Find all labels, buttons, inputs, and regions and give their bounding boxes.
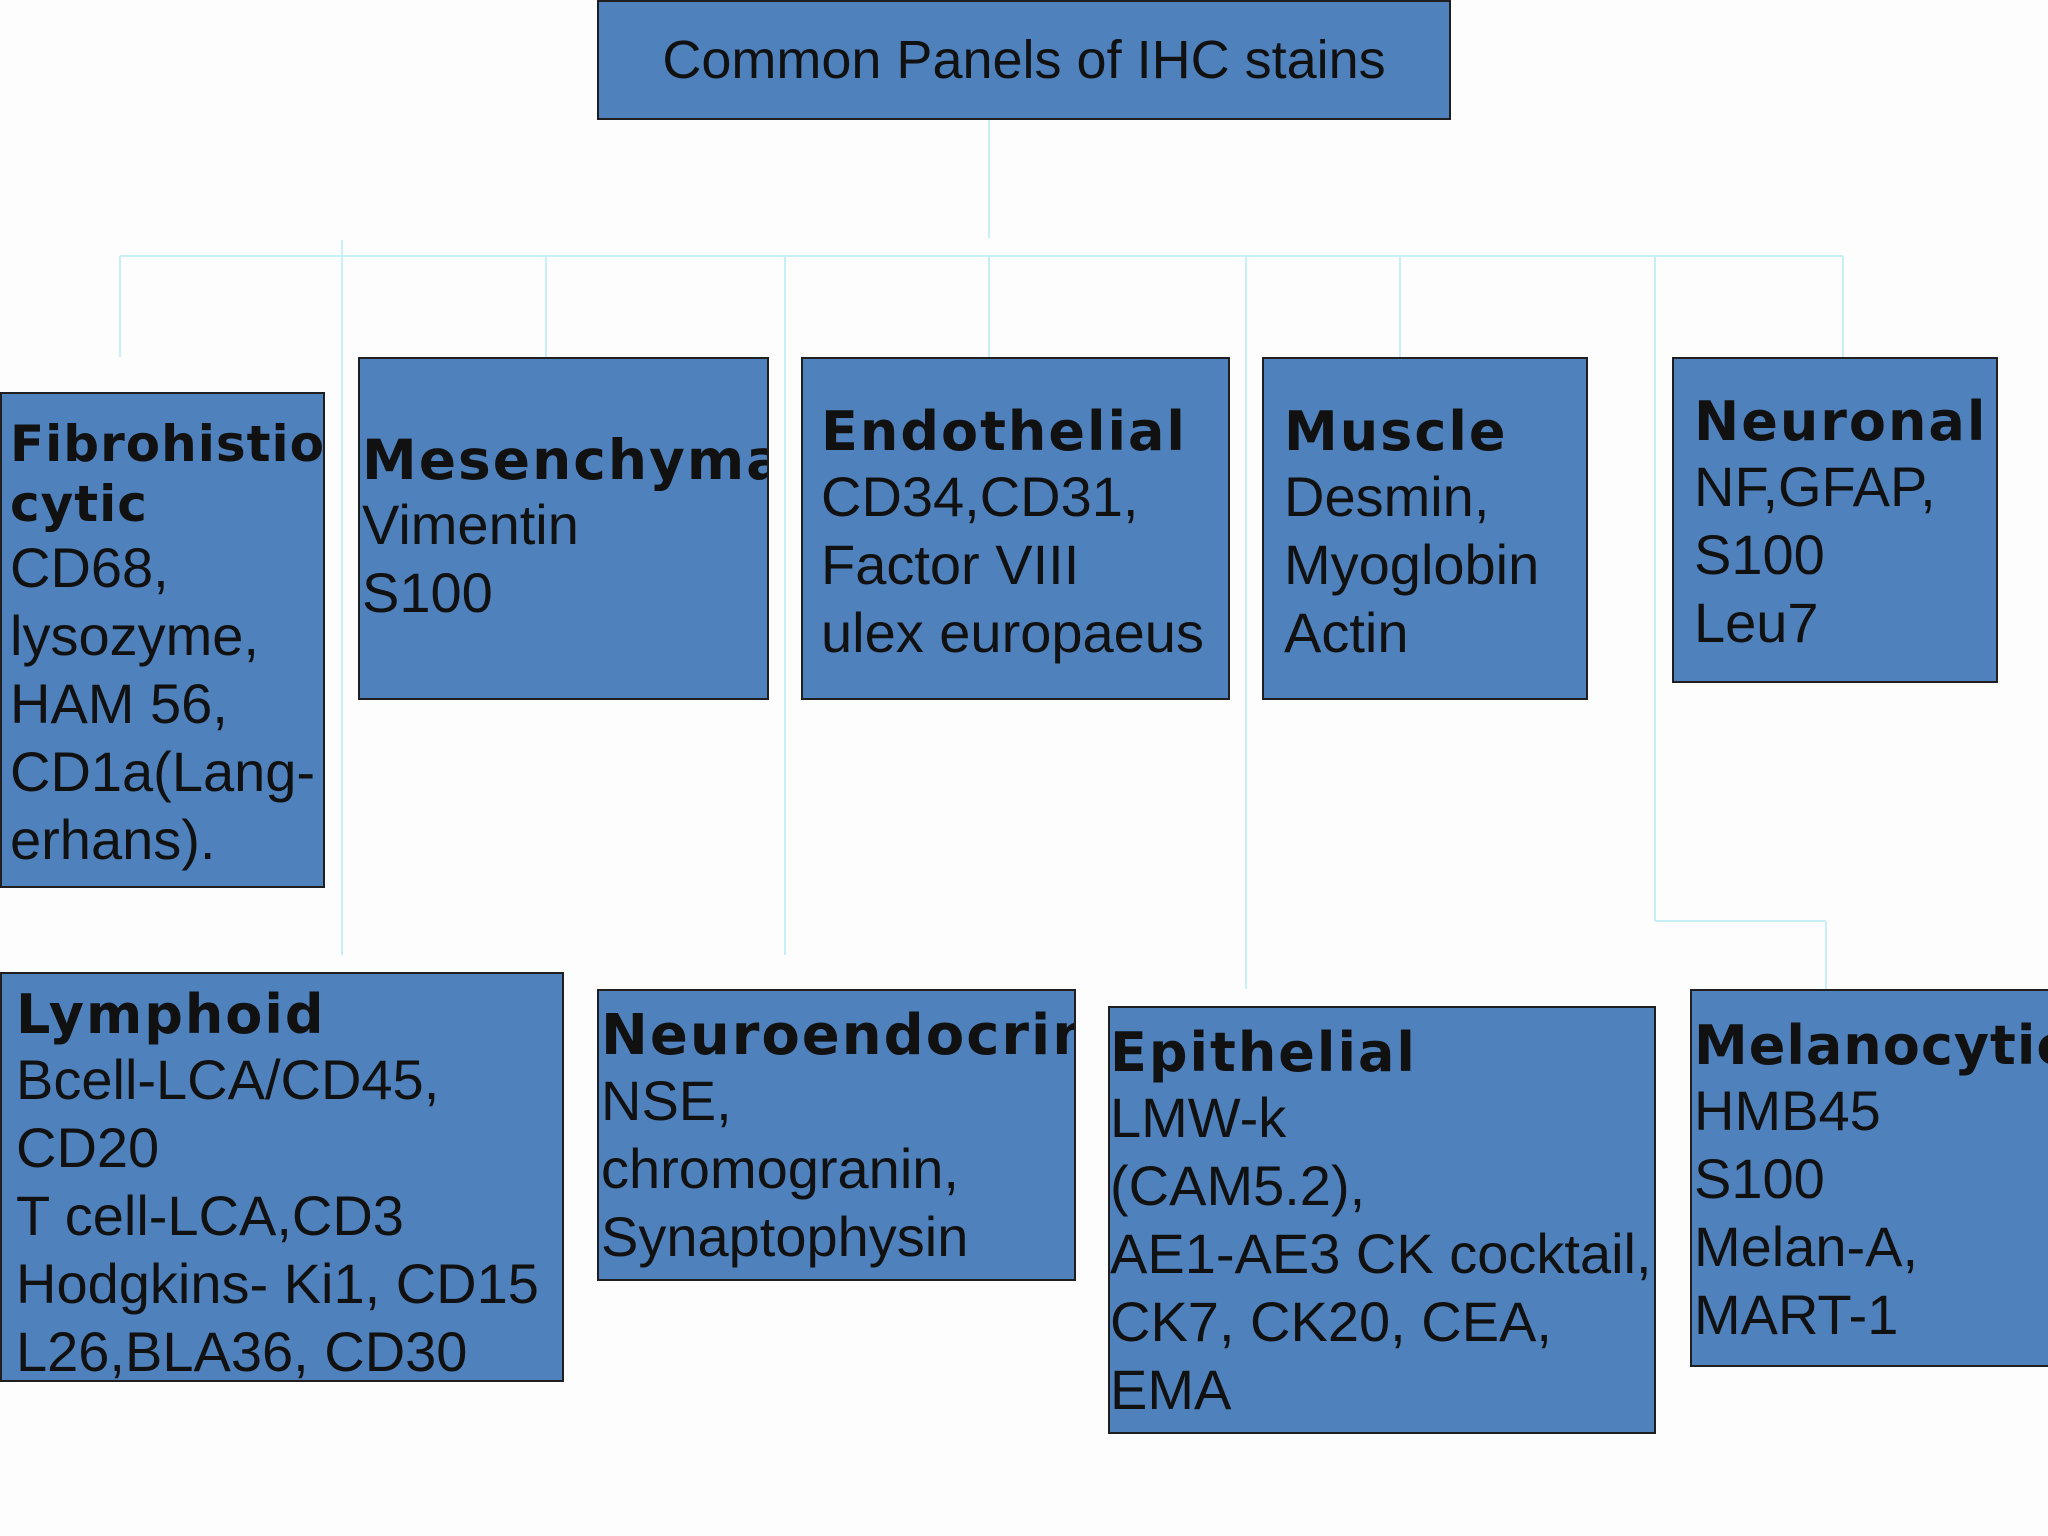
marker-text: NSE, — [601, 1069, 732, 1132]
panel-heading: Neuroendocrine — [601, 1003, 1074, 1068]
panel-epithelial: Epithelial LMW-k (CAM5.2), AE1-AE3 CK co… — [1108, 1006, 1656, 1434]
panel-heading-line: cytic — [10, 475, 148, 533]
marker-text: Hodgkins- Ki1, CD15 — [16, 1252, 539, 1315]
marker-text: Vimentin — [362, 493, 579, 556]
panel-muscle: Muscle Desmin, Myoglobin Actin — [1262, 357, 1588, 700]
panel-mesenchymal: Mesenchymal Vimentin S100 — [358, 357, 769, 700]
panel-heading-line: Fibrohistio- — [10, 415, 325, 473]
marker-text: HMB45 — [1694, 1079, 1881, 1142]
diagram-title: Common Panels of IHC stains — [597, 0, 1451, 120]
marker-text: MART-1 — [1694, 1283, 1899, 1346]
marker-text: CD1a(Lang- — [10, 740, 316, 803]
marker-text: erhans). — [10, 808, 216, 871]
marker-text: S100 — [1694, 1147, 1825, 1210]
marker-text: CD20 — [16, 1116, 160, 1179]
marker-text: L26,BLA36, CD30 — [16, 1320, 468, 1382]
marker-text: CD34,CD31, — [821, 465, 1139, 528]
panel-heading: Mesenchymal — [362, 428, 769, 492]
panel-neuronal: Neuronal NF,GFAP, S100 Leu7 — [1672, 357, 1998, 683]
marker-text: (CAM5.2), — [1110, 1154, 1366, 1217]
marker-text: S100 — [1694, 523, 1825, 586]
marker-text: Myoglobin — [1284, 533, 1540, 596]
panel-heading: Muscle — [1284, 400, 1508, 463]
marker-text: LMW-k — [1110, 1086, 1287, 1149]
marker-text: EMA — [1110, 1358, 1232, 1421]
marker-text: Actin — [1284, 601, 1409, 664]
marker-text: chromogranin, — [601, 1137, 959, 1200]
panel-fibrohistiocytic: Fibrohistio- cytic CD68, lysozyme, HAM 5… — [0, 392, 325, 888]
panel-endothelial: Endothelial CD34,CD31, Factor VIII ulex … — [801, 357, 1230, 700]
marker-text: Bcell-LCA/CD45, — [16, 1048, 440, 1111]
marker-text: ulex europaeus — [821, 601, 1204, 664]
marker-text: HAM 56, — [10, 672, 228, 735]
marker-text: Desmin, — [1284, 465, 1490, 528]
panel-heading: Melanocytic — [1694, 1014, 2048, 1077]
marker-text: Leu7 — [1694, 591, 1819, 654]
marker-text: T cell-LCA,CD3 — [16, 1184, 404, 1247]
marker-text: CK7, CK20, CEA, — [1110, 1290, 1552, 1353]
marker-text: AE1-AE3 CK cocktail, — [1110, 1222, 1652, 1285]
panel-heading: Endothelial — [821, 400, 1187, 463]
marker-text: lysozyme, — [10, 604, 259, 667]
marker-text: NF,GFAP, — [1694, 455, 1936, 518]
panel-lymphoid: Lymphoid Bcell-LCA/CD45, CD20 T cell-LCA… — [0, 972, 564, 1382]
marker-text: Factor VIII — [821, 533, 1080, 596]
panel-heading: Neuronal — [1694, 390, 1988, 453]
panel-heading: Lymphoid — [16, 983, 326, 1046]
marker-text: S100 — [362, 561, 493, 624]
marker-text: CD68, — [10, 536, 169, 599]
marker-text: Synaptophysin — [601, 1205, 969, 1268]
panel-neuroendocrine: Neuroendocrine NSE, chromogranin, Synapt… — [597, 989, 1076, 1281]
panel-melanocytic: Melanocytic HMB45 S100 Melan-A, MART-1 — [1690, 989, 2048, 1367]
panel-heading: Epithelial — [1110, 1021, 1417, 1084]
marker-text: Melan-A, — [1694, 1215, 1919, 1278]
